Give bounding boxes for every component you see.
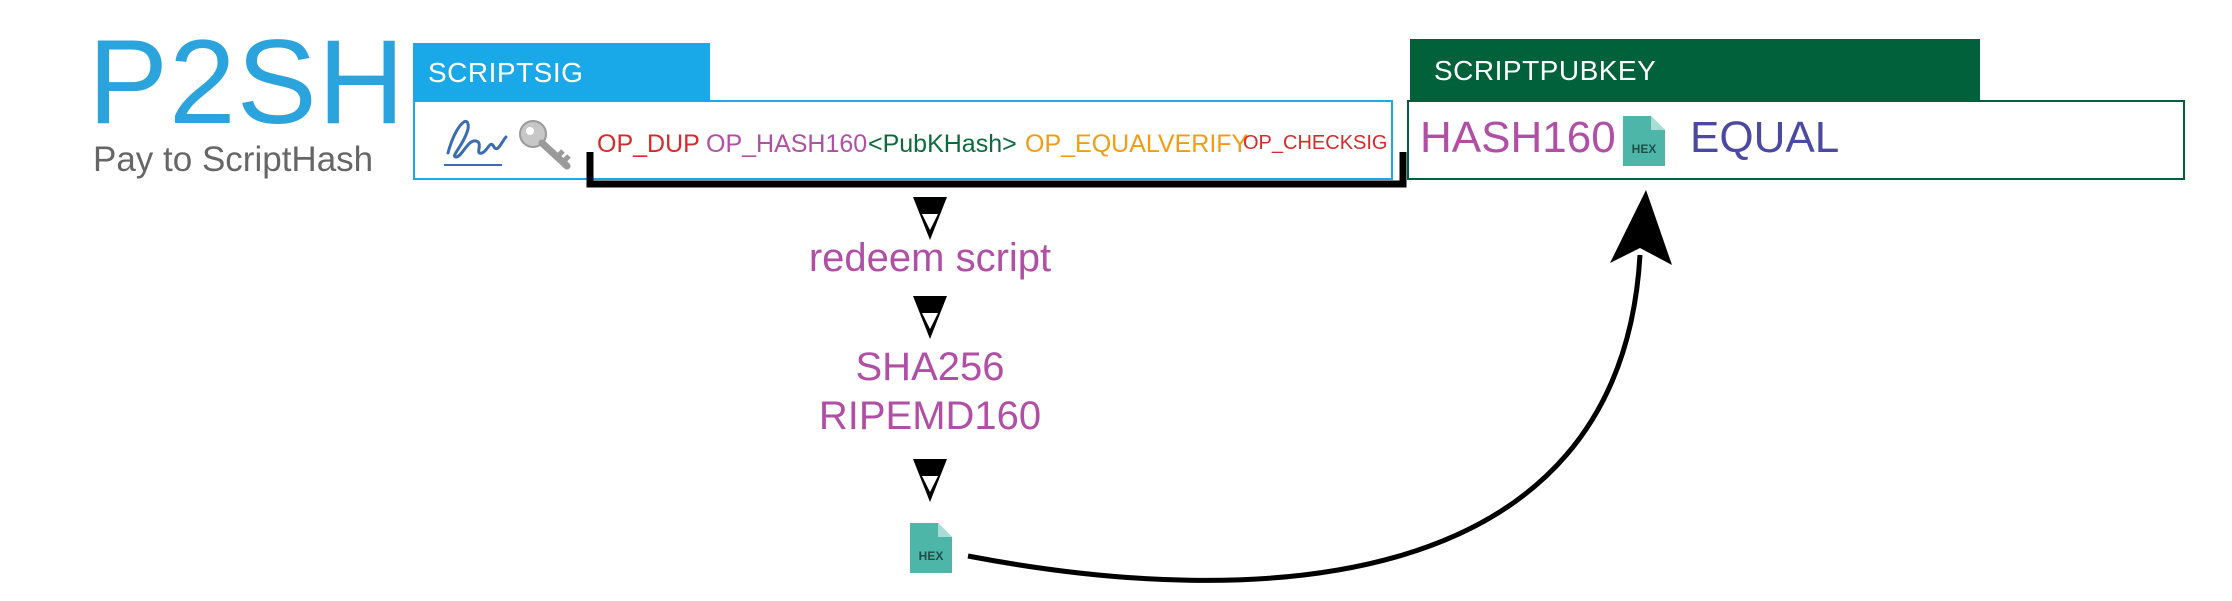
arrow-head	[1610, 190, 1672, 265]
ripemd160-label: RIPEMD160	[818, 394, 1042, 438]
scriptpubkey-equal: EQUAL	[1690, 113, 1840, 162]
token-op-checksig: OP_CHECKSIG	[1243, 132, 1388, 154]
scriptpubkey-header: SCRIPTPUBKEY	[1410, 39, 1980, 101]
scriptsig-box	[413, 100, 1393, 180]
signature-icon	[444, 119, 508, 166]
hex-label: HEX	[1632, 142, 1657, 156]
page-title: P2SH	[88, 15, 406, 149]
hex-file-icon: HEX	[1623, 116, 1665, 166]
scriptpubkey-hash160: HASH160	[1420, 113, 1616, 162]
token-op-equalverify: OP_EQUALVERIFY	[1025, 130, 1249, 158]
scriptsig-header: SCRIPTSIG	[413, 43, 710, 105]
token-op-dup: OP_DUP	[597, 130, 700, 158]
key-icon	[519, 120, 571, 170]
scriptpubkey-box	[1407, 100, 2185, 180]
token-op-hash160: OP_HASH160	[706, 130, 868, 158]
redeem-bracket	[586, 152, 1407, 188]
hash-compare-arrow	[967, 254, 1643, 583]
hex-label: HEX	[919, 549, 944, 563]
sha256-label: SHA256	[855, 345, 1005, 389]
page-subtitle: Pay to ScriptHash	[93, 140, 374, 179]
hex-file-icon: HEX	[910, 523, 952, 573]
token-pubkhash: <PubKHash>	[868, 130, 1017, 158]
redeem-script-label: redeem script	[808, 236, 1052, 280]
